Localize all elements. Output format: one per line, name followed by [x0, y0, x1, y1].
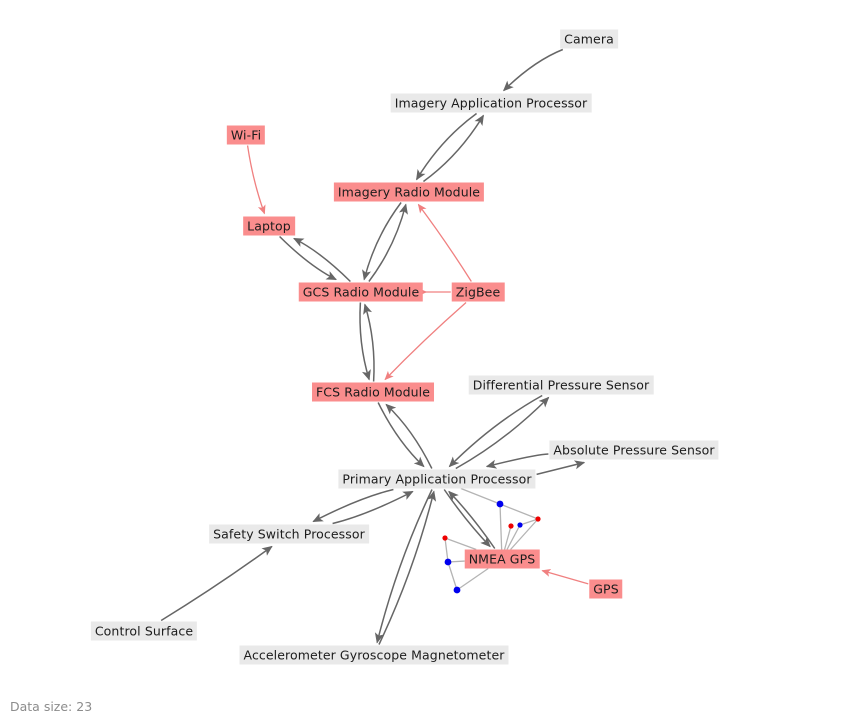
- graph-node-ctrlsurf[interactable]: Control Surface: [90, 621, 198, 641]
- graph-node-diffpress[interactable]: Differential Pressure Sensor: [468, 375, 654, 395]
- graph-edge-primapp-to-safety: [312, 488, 394, 523]
- satellite-link-group: [444, 487, 539, 591]
- graph-edge-laptop-to-gcsradio: [279, 235, 337, 281]
- graph-edge-zigbee-to-fcsradio: [384, 302, 467, 381]
- satellite-dot-d3: [517, 522, 523, 528]
- graph-edge-imgradio-to-imgapp: [422, 114, 485, 183]
- graph-edge-ctrlsurf-to-safety: [160, 545, 273, 622]
- data-size-status: Data size: 23: [10, 699, 93, 714]
- graph-node-fcsradio[interactable]: FCS Radio Module: [312, 382, 434, 402]
- graph-node-accel[interactable]: Accelerometer Gyroscope Magnetometer: [239, 645, 509, 665]
- satellite-link-5: [444, 537, 477, 551]
- graph-node-abspress[interactable]: Absolute Pressure Sensor: [549, 440, 719, 460]
- satellite-dot-d1: [496, 500, 504, 508]
- graph-node-gps[interactable]: GPS: [589, 579, 623, 599]
- satellite-link-0: [460, 487, 501, 505]
- graph-node-primapp[interactable]: Primary Application Processor: [338, 469, 536, 489]
- graph-edge-gcsradio-to-fcsradio: [359, 302, 371, 381]
- graph-edge-camera-to-imgapp: [502, 48, 564, 92]
- graph-edge-fcsradio-to-primapp: [377, 402, 425, 468]
- graph-edge-primapp-to-accel: [374, 489, 433, 644]
- satellite-dot-d7: [453, 586, 461, 594]
- graph-node-zigbee[interactable]: ZigBee: [451, 282, 505, 302]
- satellite-link-1: [499, 503, 503, 550]
- satellite-link-10: [444, 537, 449, 563]
- satellite-link-8: [499, 503, 539, 520]
- satellite-link-2: [510, 518, 539, 550]
- graph-node-camera[interactable]: Camera: [560, 29, 618, 49]
- graph-node-safety[interactable]: Safety Switch Processor: [209, 524, 369, 544]
- graph-edge-nmea-to-primapp: [448, 490, 496, 549]
- graph-edge-gcsradio-to-laptop: [293, 237, 351, 283]
- graph-edge-gps-to-nmea: [541, 569, 589, 585]
- graph-edge-primapp-to-nmea: [443, 489, 491, 548]
- satellite-dot-d2: [535, 516, 541, 522]
- graph-edge-primapp-to-fcsradio: [385, 403, 433, 469]
- graph-node-laptop[interactable]: Laptop: [243, 216, 295, 236]
- graph-node-imgapp[interactable]: Imagery Application Processor: [390, 93, 592, 113]
- satellite-dot-group: [442, 500, 541, 594]
- graph-edge-primapp-to-abspress: [536, 460, 586, 476]
- satellite-link-4: [503, 525, 512, 550]
- satellite-link-9: [519, 518, 539, 526]
- graph-node-imgradio[interactable]: Imagery Radio Module: [333, 182, 485, 202]
- graph-edge-fcsradio-to-gcsradio: [363, 303, 375, 382]
- graph-edge-safety-to-primapp: [332, 490, 414, 525]
- graph-edge-zigbee-to-imgradio: [417, 203, 472, 282]
- graph-node-gcsradio[interactable]: GCS Radio Module: [298, 282, 424, 302]
- graph-node-nmea[interactable]: NMEA GPS: [464, 549, 540, 569]
- graph-edge-diffpress-to-primapp: [448, 394, 543, 468]
- satellite-link-7: [456, 567, 489, 591]
- satellite-dot-d5: [442, 535, 448, 541]
- satellite-dot-d6: [444, 558, 452, 566]
- satellite-link-3: [506, 524, 521, 550]
- graph-edge-primapp-to-diffpress: [455, 396, 550, 470]
- graph-edge-gcsradio-to-imgradio: [368, 203, 408, 282]
- satellite-dot-d4: [508, 523, 514, 529]
- graph-node-wifi[interactable]: Wi-Fi: [226, 125, 266, 145]
- graph-edge-wifi-to-laptop: [246, 145, 266, 215]
- graph-edge-abspress-to-primapp: [485, 453, 549, 469]
- graph-edge-accel-to-primapp: [378, 490, 437, 645]
- graph-edge-imgapp-to-imgradio: [415, 112, 478, 181]
- satellite-link-11: [447, 561, 458, 591]
- graph-edge-imgradio-to-gcsradio: [362, 202, 402, 281]
- edge-group: [160, 48, 589, 645]
